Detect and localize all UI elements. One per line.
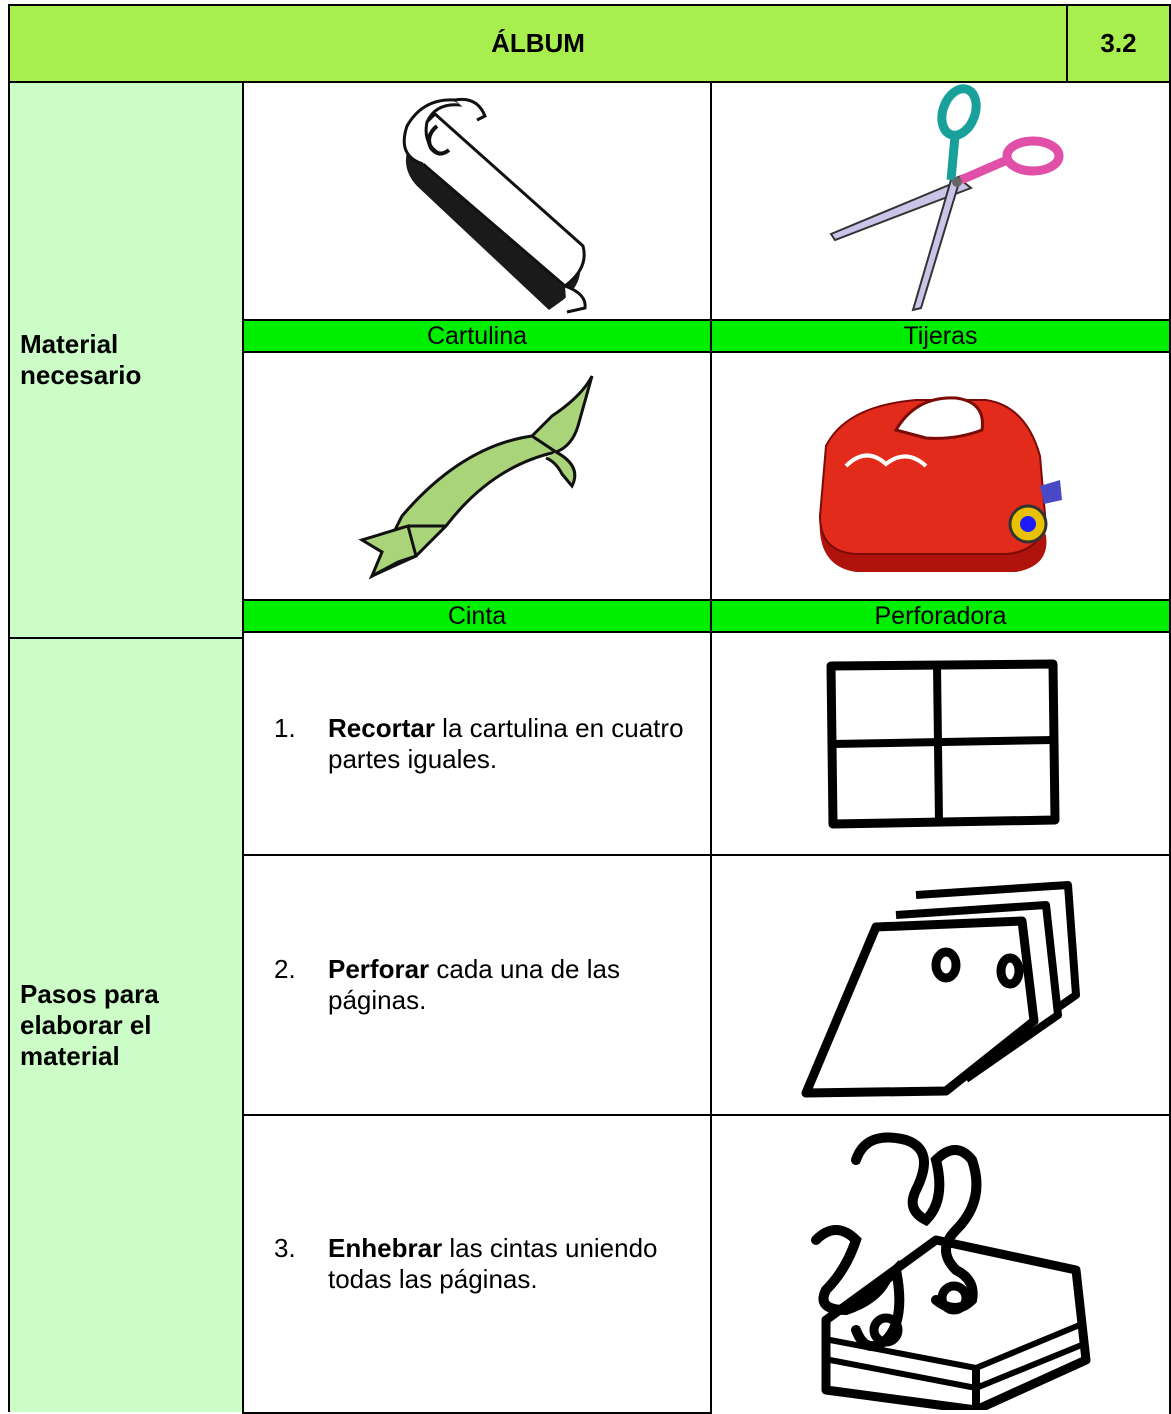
step-2-text: Perforar cada una de las páginas. [328, 954, 696, 1016]
hole-punch-icon [818, 396, 1062, 572]
tijeras-label-text: Tijeras [903, 321, 978, 350]
step-3-verb: Enhebrar [328, 1233, 443, 1263]
cartulina-label: Cartulina [242, 319, 712, 353]
step-3-rest: las cintas uniendo todas las páginas. [328, 1233, 658, 1294]
cartulina-image [242, 81, 712, 321]
rolled-cardboard-icon [402, 97, 587, 314]
perforadora-image [710, 351, 1171, 601]
scissors-icon [828, 83, 1063, 311]
quartered-sheet-icon [826, 659, 1059, 828]
step-2-image [710, 854, 1171, 1116]
cinta-label-text: Cinta [447, 601, 507, 630]
page-title: ÁLBUM [8, 4, 1068, 83]
album-sheet: ÁLBUM 3.2 Material necesario Cartul [8, 4, 1171, 1414]
section-number: 3.2 [1066, 4, 1171, 83]
tijeras-label: Tijeras [710, 319, 1171, 353]
threaded-album-icon [810, 1132, 1090, 1410]
step-1-text: Recortar la cartulina en cuatro partes i… [328, 713, 696, 775]
cinta-label: Cinta [242, 599, 712, 633]
cinta-image [242, 351, 712, 601]
steps-heading-text: Pasos para elaborar el material [20, 979, 159, 1071]
step-3: 3. Enhebrar las cintas uniendo todas las… [242, 1114, 712, 1414]
material-heading-text: Material necesario [20, 329, 142, 390]
step-3-image [710, 1114, 1171, 1414]
step-3-number: 3. [274, 1233, 296, 1263]
step-1-number: 1. [274, 712, 296, 743]
step-1-image [710, 631, 1171, 856]
step-1-rest: la cartulina en cuatro partes iguales. [328, 712, 684, 774]
ribbon-icon [358, 375, 594, 580]
punched-pages-icon [801, 881, 1080, 1098]
perforadora-label-text: Perforadora [874, 601, 1007, 630]
step-2-number: 2. [274, 954, 296, 984]
section-number-text: 3.2 [1100, 28, 1137, 58]
material-heading: Material necesario [8, 81, 244, 639]
tijeras-image [710, 81, 1171, 321]
step-1: 1. Recortar la cartulina en cuatro parte… [242, 631, 712, 856]
step-2-verb: Perforar [328, 954, 430, 984]
step-2: 2. Perforar cada una de las páginas. [242, 854, 712, 1116]
cartulina-label-text: Cartulina [426, 321, 528, 350]
step-1-verb: Recortar [328, 712, 435, 743]
perforadora-label: Perforadora [710, 599, 1171, 633]
steps-heading: Pasos para elaborar el material [8, 637, 244, 1412]
page-title-text: ÁLBUM [491, 28, 585, 58]
step-3-text: Enhebrar las cintas uniendo todas las pá… [328, 1233, 696, 1295]
step-2-rest: cada una de las páginas. [328, 954, 620, 1015]
